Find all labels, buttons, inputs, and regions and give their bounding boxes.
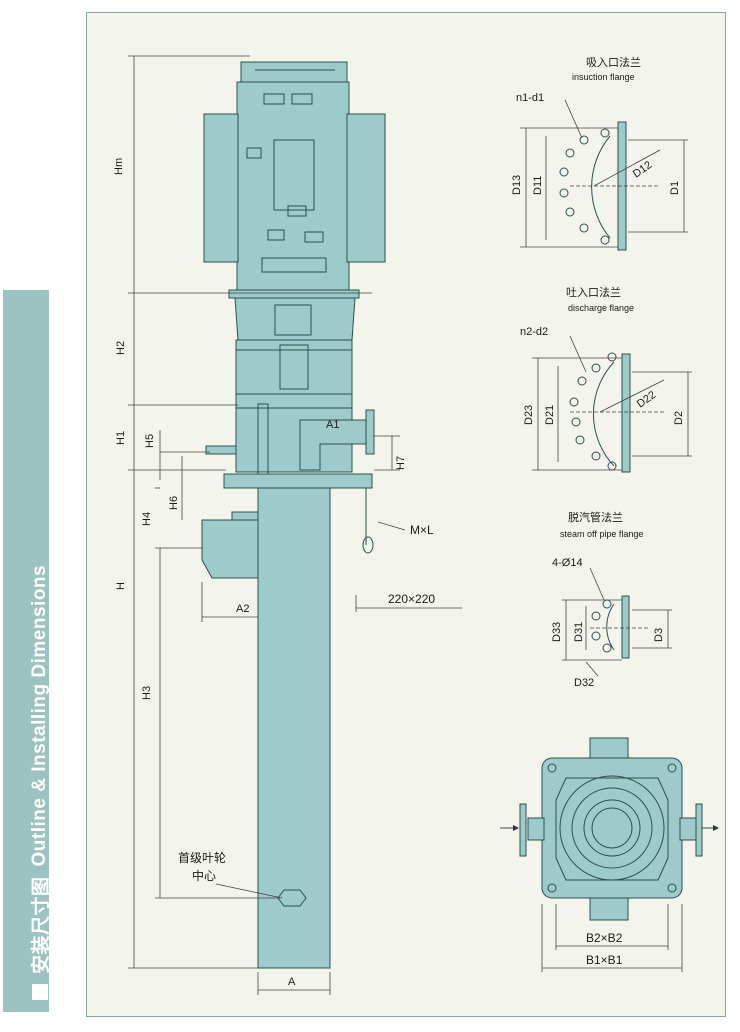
suction-D12: D12	[631, 159, 654, 180]
label-H5: H5	[144, 434, 156, 448]
label-H1: H1	[115, 431, 127, 445]
label-H4: H4	[141, 512, 153, 526]
steam-title-en: steam off pipe flange	[560, 529, 643, 539]
steam-D32: D32	[574, 677, 594, 689]
discharge-D23: D23	[523, 405, 535, 425]
suction-D13: D13	[511, 175, 523, 195]
suction-D1: D1	[669, 181, 681, 195]
steam-title-cn: 脱汽管法兰	[568, 510, 623, 524]
discharge-title-en: discharge flange	[568, 303, 634, 313]
plan-B2: B2×B2	[586, 931, 623, 945]
pump-column	[201, 487, 331, 969]
coupling-housing	[228, 289, 360, 477]
ml-leader	[377, 521, 406, 531]
suction-holes: n1-d1	[516, 92, 544, 104]
label-A1: A1	[326, 419, 339, 431]
suction-flange-view: 吸入口法兰 insuction flange n1-d1 D13 D11 D12…	[511, 55, 688, 251]
impeller-leader	[215, 883, 283, 899]
label-H3: H3	[141, 686, 153, 700]
steam-holes: 4-Ø14	[552, 557, 583, 569]
label-impeller-1: 首级叶轮	[178, 851, 226, 865]
anchor-bolt	[362, 488, 374, 554]
label-A: A	[288, 976, 296, 988]
label-A2: A2	[236, 603, 249, 615]
label-ML: M×L	[410, 523, 434, 537]
base-plate	[223, 473, 373, 489]
label-Hm: Hm	[113, 158, 125, 175]
label-H: H	[115, 582, 127, 590]
discharge-holes: n2-d2	[520, 326, 548, 338]
discharge-nozzle	[205, 409, 375, 471]
steam-flange-view: 脱汽管法兰 steam off pipe flange 4-Ø14 D33 D3…	[551, 510, 672, 689]
plan-view	[500, 737, 719, 921]
side-tab	[3, 290, 49, 1012]
suction-D11: D11	[532, 176, 544, 195]
dimension-lines	[128, 55, 462, 995]
suction-title-cn: 吸入口法兰	[586, 55, 641, 69]
suction-title-en: insuction flange	[572, 72, 635, 82]
steam-D31: D31	[573, 622, 585, 642]
steam-D3: D3	[653, 628, 665, 642]
plan-B1: B1×B1	[586, 953, 623, 967]
label-H2: H2	[115, 341, 127, 355]
discharge-flange-view: 吐入口法兰 discharge flange n2-d2 D23 D21 D22…	[520, 285, 692, 473]
discharge-D22: D22	[635, 389, 658, 410]
label-H6: H6	[168, 496, 180, 510]
steam-D33: D33	[551, 622, 563, 642]
plan-dimensions	[541, 904, 683, 972]
label-H7: H7	[395, 456, 407, 470]
discharge-D2: D2	[673, 411, 685, 425]
label-impeller-2: 中心	[192, 868, 216, 883]
discharge-D21: D21	[544, 405, 556, 425]
discharge-title-cn: 吐入口法兰	[566, 285, 621, 299]
label-pit: 220×220	[388, 592, 435, 606]
motor	[203, 61, 386, 291]
